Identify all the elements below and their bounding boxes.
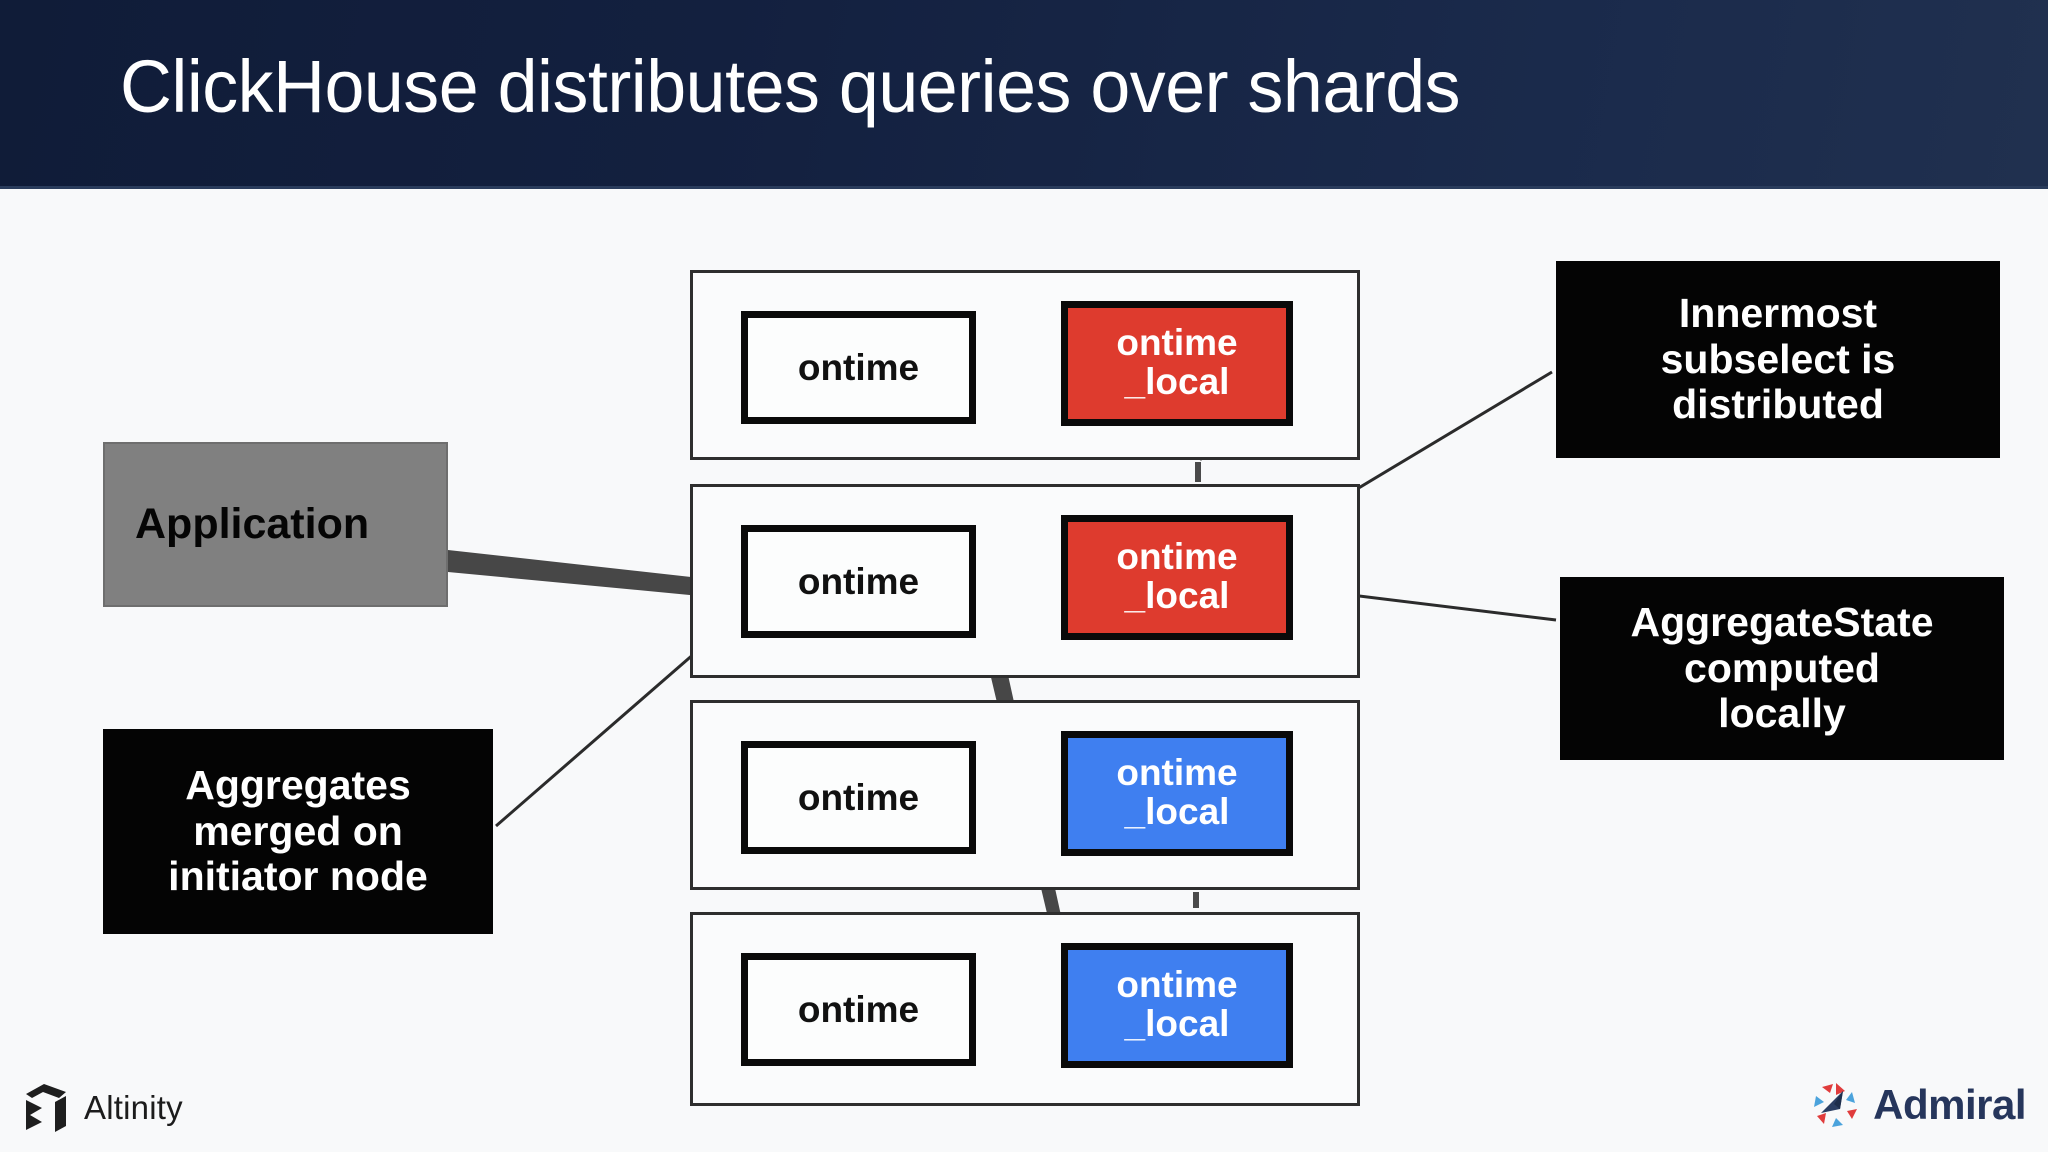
local-table-label-4: ontime _local <box>1116 963 1238 1044</box>
shard-container-3[interactable]: ontime ontime _local <box>690 700 1360 890</box>
shard-container-2[interactable]: ontime ontime _local <box>690 484 1360 678</box>
local-table-label-1: ontime _local <box>1116 321 1238 402</box>
application-node[interactable]: Application <box>103 442 448 607</box>
altinity-mark-icon <box>26 1084 66 1132</box>
local-table-1[interactable]: ontime _local <box>1061 301 1293 426</box>
distributed-table-label-1: ontime <box>797 346 920 388</box>
altinity-label: Altinity <box>84 1089 183 1126</box>
callout-aggregates-merged-label: Aggregates merged on initiator node <box>168 761 428 900</box>
distributed-table-label-2: ontime <box>797 560 920 602</box>
local-table-label-3: ontime _local <box>1116 751 1238 832</box>
local-table-4[interactable]: ontime _local <box>1061 943 1293 1068</box>
callout-innermost-label: Innermost subselect is distributed <box>1660 289 1896 428</box>
distributed-table-3[interactable]: ontime <box>741 741 976 854</box>
callout-aggregate-state-label: AggregateState computed locally <box>1630 598 1934 737</box>
callout-aggregate-state: AggregateState computed locally <box>1560 577 2004 760</box>
callout-aggregates-merged: Aggregates merged on initiator node <box>103 729 493 934</box>
admiral-logo: Admiral <box>1809 1078 2026 1132</box>
distributed-table-1[interactable]: ontime <box>741 311 976 424</box>
shard-container-4[interactable]: ontime ontime _local <box>690 912 1360 1106</box>
distributed-table-4[interactable]: ontime <box>741 953 976 1066</box>
distributed-table-label-3: ontime <box>797 776 920 818</box>
callout-innermost-subselect: Innermost subselect is distributed <box>1556 261 2000 458</box>
header-divider <box>0 186 2048 189</box>
shard-container-1[interactable]: ontime ontime _local <box>690 270 1360 460</box>
local-table-2[interactable]: ontime _local <box>1061 515 1293 640</box>
slide-header: ClickHouse distributes queries over shar… <box>0 0 2048 188</box>
page-title: ClickHouse distributes queries over shar… <box>120 45 1461 128</box>
admiral-pinwheel-icon <box>1814 1083 1858 1127</box>
altinity-logo: Altinity <box>22 1082 183 1134</box>
application-label: Application <box>135 500 370 548</box>
local-table-3[interactable]: ontime _local <box>1061 731 1293 856</box>
distributed-table-label-4: ontime <box>797 988 920 1030</box>
distributed-table-2[interactable]: ontime <box>741 525 976 638</box>
admiral-label: Admiral <box>1873 1081 2026 1128</box>
local-table-label-2: ontime _local <box>1116 535 1238 616</box>
